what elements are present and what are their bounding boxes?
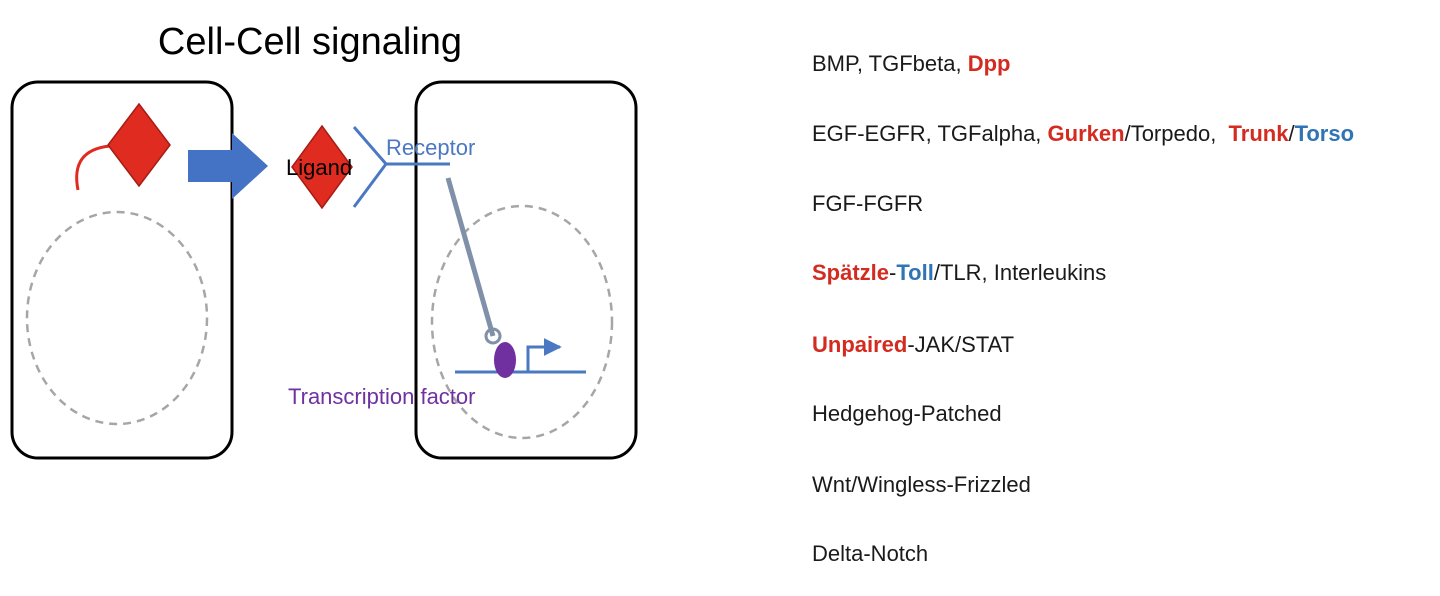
ligand-label: Ligand — [286, 155, 352, 180]
pathway-text-segment: Gurken — [1047, 121, 1125, 146]
pathway-text-segment: Spätzle — [812, 260, 890, 285]
pathway-text-segment: Wnt/Wingless-Frizzled — [812, 472, 1031, 497]
pathway-text-segment: Hedgehog-Patched — [812, 401, 1002, 426]
pathway-item: Delta-Notch — [812, 540, 928, 568]
ligand-tether — [75, 144, 111, 191]
signal-transduction-line — [445, 177, 502, 345]
ligand-free-shape — [291, 124, 353, 210]
pathway-text-segment: Dpp — [967, 51, 1011, 76]
sending-cell-nucleus — [25, 210, 209, 426]
pathway-item: Unpaired-JAK/STAT — [812, 331, 1014, 359]
secretion-arrow — [188, 133, 268, 199]
pathway-text-segment: Trunk — [1228, 121, 1289, 146]
receiving-cell — [414, 80, 638, 460]
transcription-factor-shape — [494, 342, 516, 378]
pathway-item: Wnt/Wingless-Frizzled — [812, 471, 1031, 499]
signaling-diagram: Cell-Cell signaling Ligand Receptor Tran… — [10, 21, 638, 460]
pathway-text-segment: /Torpedo, — [1124, 121, 1229, 146]
pathway-item: EGF-EGFR, TGFalpha, Gurken/Torpedo, Trun… — [812, 120, 1354, 148]
pathway-item: Hedgehog-Patched — [812, 400, 1002, 428]
receptor-label: Receptor — [386, 135, 475, 160]
pathway-item: Spätzle-Toll/TLR, Interleukins — [812, 259, 1106, 287]
pathway-text-segment: FGF-FGFR — [812, 191, 924, 216]
pathway-text-segment: Unpaired — [812, 332, 908, 357]
pathway-text-segment: BMP, TGFbeta, — [812, 51, 968, 76]
pathway-text-segment: / — [1288, 121, 1295, 146]
receiving-cell-nucleus — [430, 204, 614, 440]
transcription-start-arrow — [526, 338, 562, 372]
pathway-text-segment: Toll — [896, 260, 934, 285]
pathway-text-segment: Torso — [1294, 121, 1355, 146]
diagram-title: Cell-Cell signaling — [158, 21, 462, 63]
sending-cell — [10, 80, 234, 460]
transcription-factor-label: Transcription factor — [288, 384, 475, 409]
pathway-item: FGF-FGFR — [812, 190, 923, 218]
ligand-bound-shape — [107, 102, 171, 188]
pathway-text-segment: - — [889, 260, 897, 285]
pathway-item: BMP, TGFbeta, Dpp — [812, 50, 1010, 78]
pathway-text-segment: EGF-EGFR, TGFalpha, — [812, 121, 1048, 146]
pathway-text-segment: Delta-Notch — [812, 541, 929, 566]
pathway-text-segment: /TLR, Interleukins — [933, 260, 1107, 285]
pathway-text-segment: -JAK/STAT — [907, 332, 1015, 357]
receptor-shape — [352, 126, 388, 208]
